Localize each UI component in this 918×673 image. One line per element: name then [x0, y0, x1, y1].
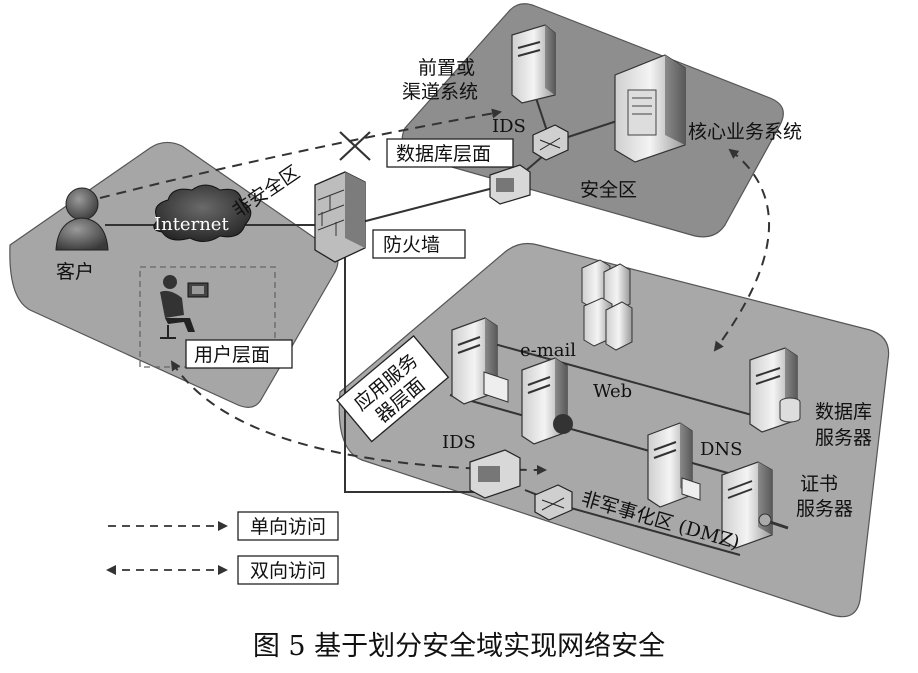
label-firewall: 防火墙 — [383, 234, 440, 256]
legend-one-way-label: 单向访问 — [250, 516, 326, 538]
server-stack-icon — [581, 259, 633, 351]
label-ids-top: IDS — [492, 116, 526, 137]
label-ids-bottom: IDS — [442, 432, 476, 453]
ids-bottom-device-icon — [469, 449, 521, 499]
dmz-switch-icon — [534, 484, 573, 521]
dns-server-icon — [647, 422, 701, 508]
two-way-flow-user-app — [170, 360, 547, 475]
client-person-icon — [55, 187, 109, 251]
user-layer-label-box — [185, 339, 293, 369]
label-core-system: 核心业务系统 — [688, 121, 802, 143]
label-cert-server-1: 证书 — [800, 473, 838, 495]
label-dns: DNS — [700, 439, 743, 460]
label-db-server-1: 数据库 — [815, 401, 872, 423]
label-user-layer: 用户层面 — [194, 344, 270, 366]
internet-cloud-icon — [153, 184, 252, 242]
blocked-cross-mark — [339, 131, 371, 161]
core-business-server-icon — [614, 54, 686, 163]
db-server-icon — [749, 347, 801, 433]
db-layer-box — [386, 138, 514, 168]
ids-top-switch-icon — [532, 124, 569, 161]
db-layer-device-icon — [489, 164, 531, 205]
app-server-layer-box — [336, 335, 450, 443]
email-server-icon — [451, 317, 509, 405]
two-way-flow-core-db — [713, 148, 770, 352]
label-secure-zone: 安全区 — [580, 179, 637, 201]
label-db-layer: 数据库层面 — [396, 143, 491, 165]
label-front-channel-1: 前置或 — [418, 57, 475, 79]
legend-one-way-box — [237, 511, 339, 541]
label-cert-server-2: 服务器 — [796, 498, 853, 520]
one-way-flow-client-to-front — [99, 108, 502, 199]
label-internet: Internet — [154, 214, 229, 235]
firewall-icon — [314, 171, 366, 263]
label-email: e-mail — [520, 340, 576, 361]
firewall-label-box — [372, 229, 466, 259]
label-front-channel-2: 渠道系统 — [402, 81, 478, 103]
cert-server-icon — [721, 461, 789, 549]
label-db-server-2: 服务器 — [815, 427, 872, 449]
web-server-icon — [521, 357, 573, 445]
label-web: Web — [593, 381, 632, 402]
figure-caption: 图 5 基于划分安全域实现网络安全 — [253, 631, 665, 662]
user-workstation-icon — [160, 275, 209, 339]
legend-two-way-box — [237, 555, 339, 585]
legend-two-way-label: 双向访问 — [250, 560, 326, 582]
label-client: 客户 — [56, 261, 94, 283]
front-channel-server-icon — [511, 24, 556, 104]
